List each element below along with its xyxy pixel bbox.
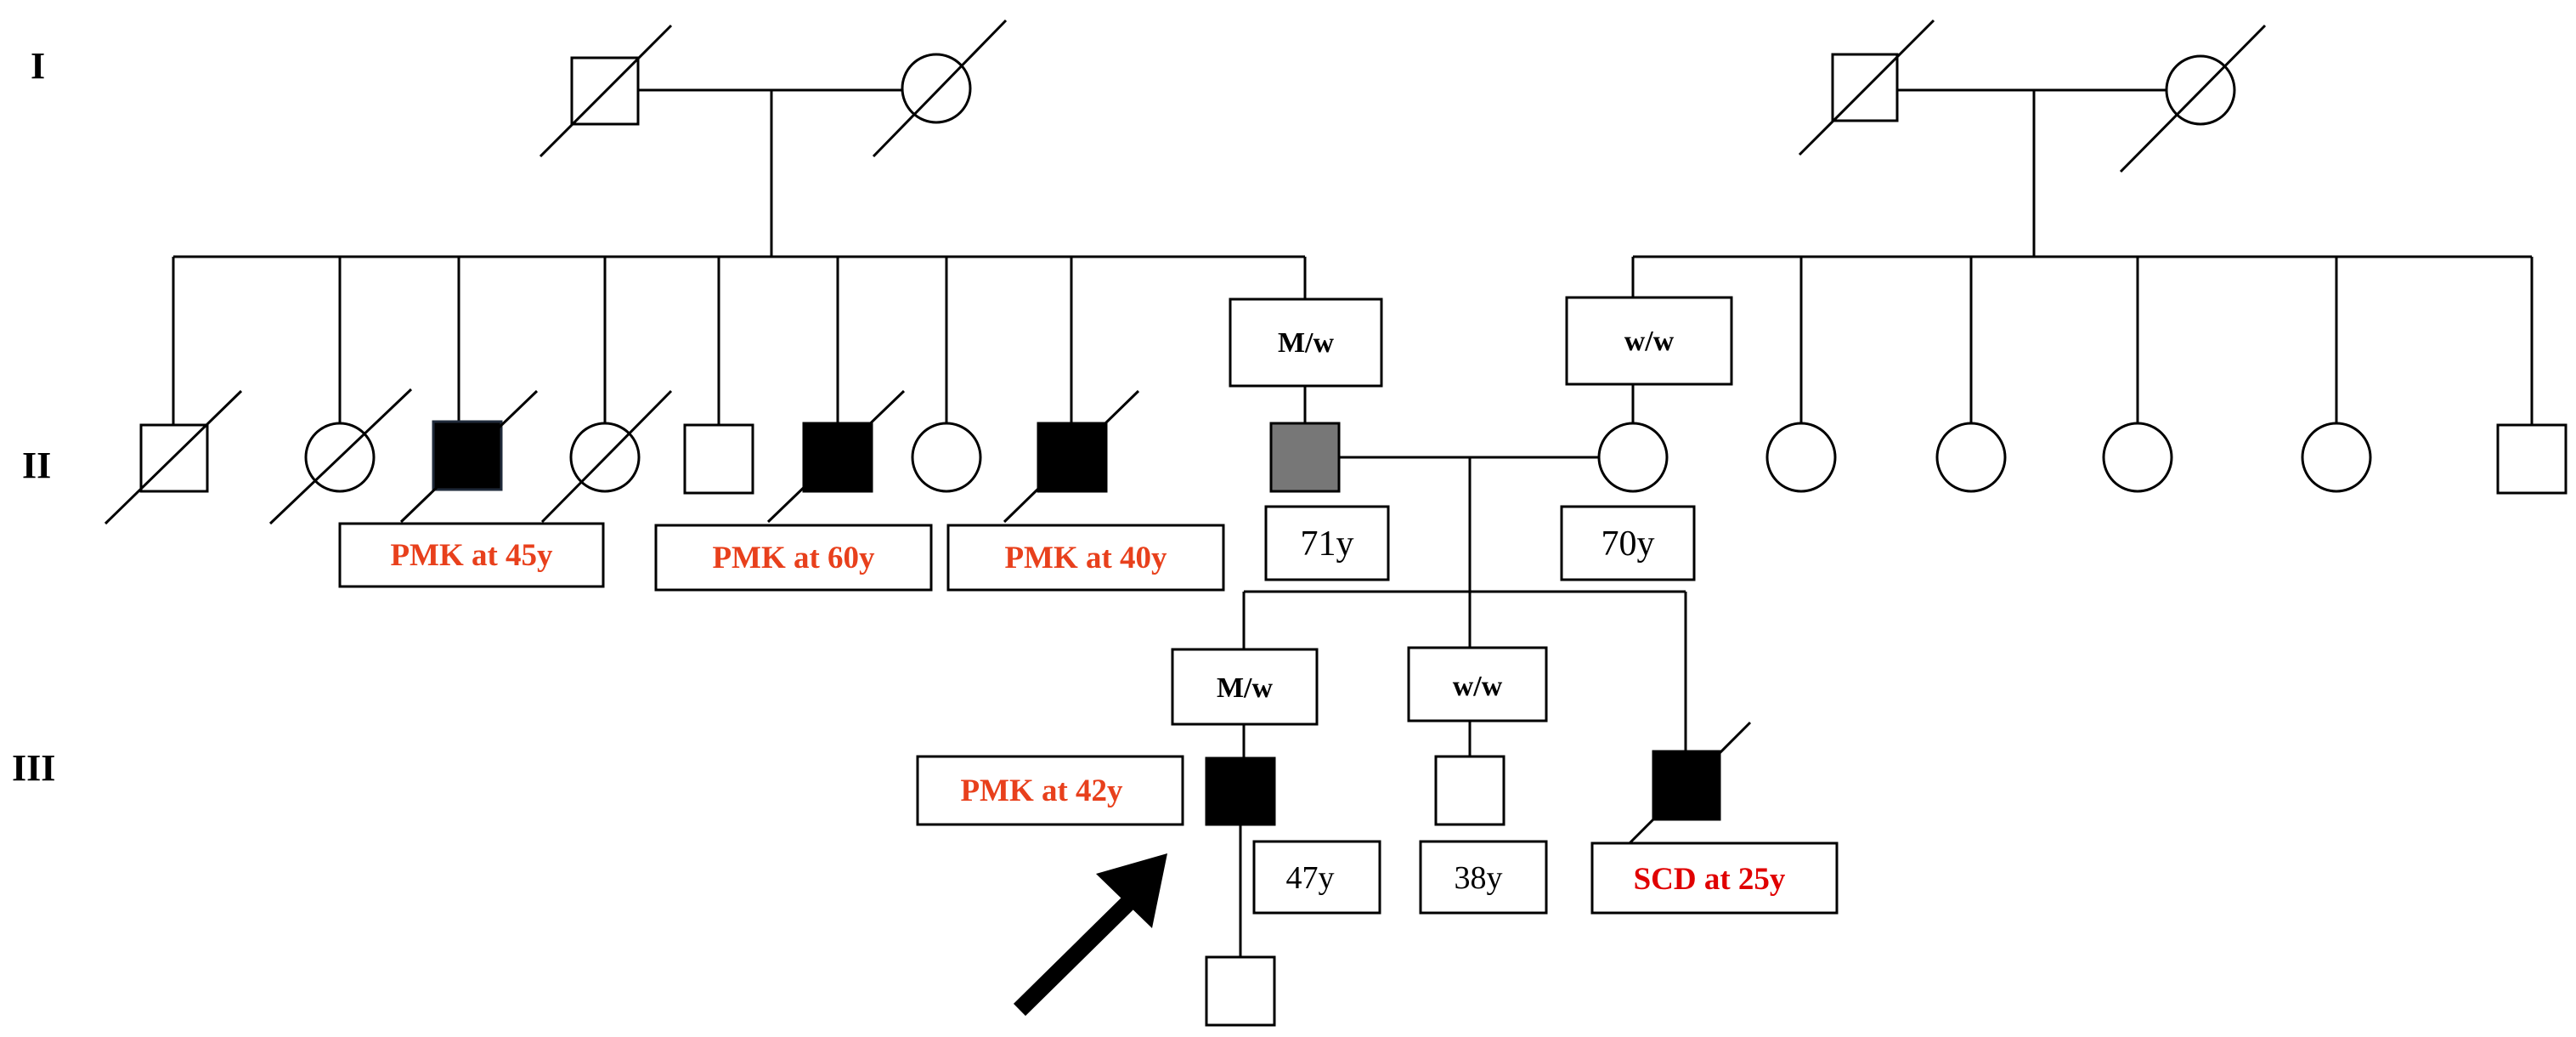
annotation-ii-8: PMK at 40y — [1004, 541, 1167, 575]
genotype-box-iii-proband — [1171, 648, 1319, 726]
deceased-mark — [1621, 721, 1752, 852]
deceased-mark — [539, 24, 673, 158]
annotation-box-ii-6 — [654, 524, 933, 592]
deceased-mark — [540, 389, 673, 524]
gen-iii-sibling-male — [1434, 755, 1505, 826]
gen-iv-son-male — [1205, 955, 1276, 1027]
gen-iii-proband-affected-male — [1205, 756, 1276, 826]
annotation-box-ii-3 — [338, 522, 605, 588]
annotation-ii-3: PMK at 45y — [390, 538, 553, 573]
generation-label-i: I — [31, 45, 45, 87]
gen-i-left-female — [901, 53, 972, 124]
gen-ii-left-sibship: PMK at 45y PMK at 60y PMK at 40y — [104, 257, 1307, 592]
genotype-ii-father: M/w — [1278, 327, 1335, 359]
genotype-box-ii-mother — [1565, 296, 1733, 386]
deceased-mark — [766, 389, 906, 524]
annotation-box-iii-proband — [916, 755, 1184, 826]
annotation-box-ii-8 — [946, 524, 1225, 592]
gen-ii-right-male-5 — [2496, 423, 2568, 495]
annotation-iii-proband: PMK at 42y — [960, 774, 1123, 808]
generation-label-iii: III — [12, 747, 55, 789]
gen-i-right-couple — [1633, 19, 2532, 258]
genotype-iii-sibling: w/w — [1453, 671, 1503, 702]
deceased-mark — [872, 19, 1008, 158]
annotation-ii-6: PMK at 60y — [712, 541, 875, 575]
gen-ii-parents: M/w w/w 71y 70y — [1229, 257, 1733, 593]
deceased-mark — [104, 389, 243, 525]
age-box-ii-father — [1264, 505, 1390, 581]
gen-ii-right-sibship — [1765, 257, 2568, 495]
gen-ii-right-female-4 — [2301, 422, 2372, 493]
deceased-mark — [399, 389, 539, 524]
gen-ii-father-carrier-male — [1269, 422, 1341, 493]
genotype-ii-mother: w/w — [1624, 326, 1675, 357]
age-ii-father: 71y — [1301, 524, 1354, 564]
gen-i-left-couple — [173, 19, 1305, 258]
age-box-iii-proband — [1252, 840, 1381, 915]
age-iii-proband: 47y — [1286, 860, 1335, 896]
age-box-iii-sibling — [1419, 840, 1548, 915]
proband-arrow-icon — [1013, 853, 1167, 1017]
deceased-mark — [1798, 19, 1935, 156]
deceased-mark — [268, 388, 413, 525]
genotype-box-ii-father — [1229, 298, 1383, 388]
gen-ii-mother-female — [1597, 422, 1669, 493]
gen-ii-right-female-2 — [1935, 422, 2007, 493]
deceased-mark — [2119, 24, 2267, 173]
age-iii-sibling: 38y — [1455, 860, 1503, 896]
age-box-ii-mother — [1560, 505, 1696, 581]
annotation-iii-brother: SCD at 25y — [1634, 862, 1786, 897]
gen-ii-right-female-1 — [1765, 422, 1837, 493]
genotype-iii-proband: M/w — [1217, 672, 1274, 704]
gen-ii-7-female — [911, 422, 982, 493]
genotype-box-iii-sibling — [1407, 646, 1548, 722]
annotation-box-iii-brother — [1590, 842, 1839, 915]
gen-ii-5-male — [683, 423, 754, 495]
age-ii-mother: 70y — [1602, 524, 1655, 564]
generation-label-ii: II — [22, 445, 51, 486]
gen-iii: M/w PMK at 42y 47y w/w 38y SCD at 25 — [916, 592, 1839, 1027]
gen-ii-right-female-3 — [2102, 422, 2173, 493]
deceased-mark — [1003, 389, 1140, 524]
